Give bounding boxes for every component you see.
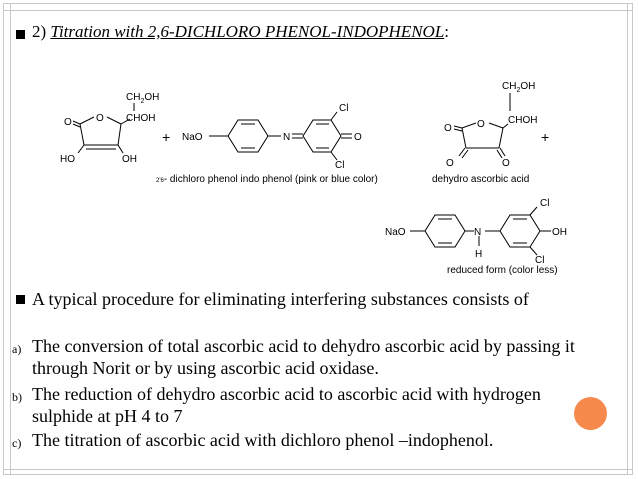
reduced-n: N [474, 227, 481, 238]
accent-circle [574, 397, 607, 430]
bullet-icon [16, 30, 25, 39]
list-item: The titration of ascorbic acid with dich… [32, 430, 494, 450]
dehydro-ring-o: O [477, 119, 485, 130]
reaction-diagram: CH2OH CHOH O O HO OH + NaO N Cl O Cl 2'6… [60, 81, 567, 276]
frame-line-right [627, 3, 628, 475]
dcpip-caption: 2'6- dichloro phenol indo phenol (pink o… [156, 174, 378, 185]
list-item: The conversion of total ascorbic acid to… [32, 336, 575, 378]
dcpip-cl-bottom: Cl [335, 160, 344, 171]
ascorbic-ring-o: O [96, 113, 104, 124]
ascorbic-ch2oh: CH2OH [126, 92, 159, 105]
dehydro-left-o: O [444, 123, 452, 134]
plus-sign-2: + [541, 129, 549, 145]
frame-line-bottom [3, 469, 633, 470]
ascorbic-ho: HO [60, 154, 75, 165]
bullet-icon [16, 295, 25, 304]
dcpip-cl-top: Cl [339, 103, 348, 114]
ascorbic-keto-o: O [64, 117, 72, 128]
frame-line-left [10, 3, 11, 475]
intro-paragraph: A typical procedure for eliminating inte… [32, 289, 529, 309]
reduced-oh: OH [552, 227, 567, 238]
item-marker: c) [12, 436, 22, 450]
reduced-cl-bottom: Cl [535, 255, 544, 266]
slide-frame [3, 3, 633, 475]
dcpip-structure [209, 111, 352, 161]
item-marker: a) [12, 342, 22, 356]
reduced-cl-top: Cl [540, 198, 549, 209]
list-item: The reduction of dehydro ascorbic acid t… [32, 384, 541, 426]
ascorbic-acid-structure [72, 103, 135, 154]
ascorbic-choh: CHOH [126, 113, 155, 124]
dehydro-ch2oh: CH2OH [502, 81, 535, 94]
ascorbic-oh: OH [122, 154, 137, 165]
dcpip-nao: NaO [182, 132, 203, 143]
reduced-h: H [475, 249, 482, 260]
reduced-structure [410, 206, 551, 256]
item-marker: b) [12, 390, 22, 404]
dcpip-o: O [354, 132, 362, 143]
dcpip-n: N [283, 132, 290, 143]
frame-line-top [3, 10, 633, 11]
heading-number: 2) [32, 22, 47, 41]
reduced-nao: NaO [385, 227, 406, 238]
dehydro-choh: CHOH [508, 115, 537, 126]
dehydro-bottom-right-o: O [502, 158, 510, 169]
slide-heading: 2) Titration with 2,6-DICHLORO PHENOL-IN… [32, 22, 449, 42]
dehydro-bottom-left-o: O [446, 158, 454, 169]
dehydro-structure [453, 93, 511, 159]
heading-title: Titration with 2,6-DICHLORO PHENOL-INDOP… [50, 22, 445, 41]
dehydro-caption: dehydro ascorbic acid [432, 174, 529, 185]
plus-sign: + [162, 129, 170, 145]
heading-suffix: : [444, 22, 450, 41]
reduced-caption: reduced form (color less) [447, 265, 558, 276]
